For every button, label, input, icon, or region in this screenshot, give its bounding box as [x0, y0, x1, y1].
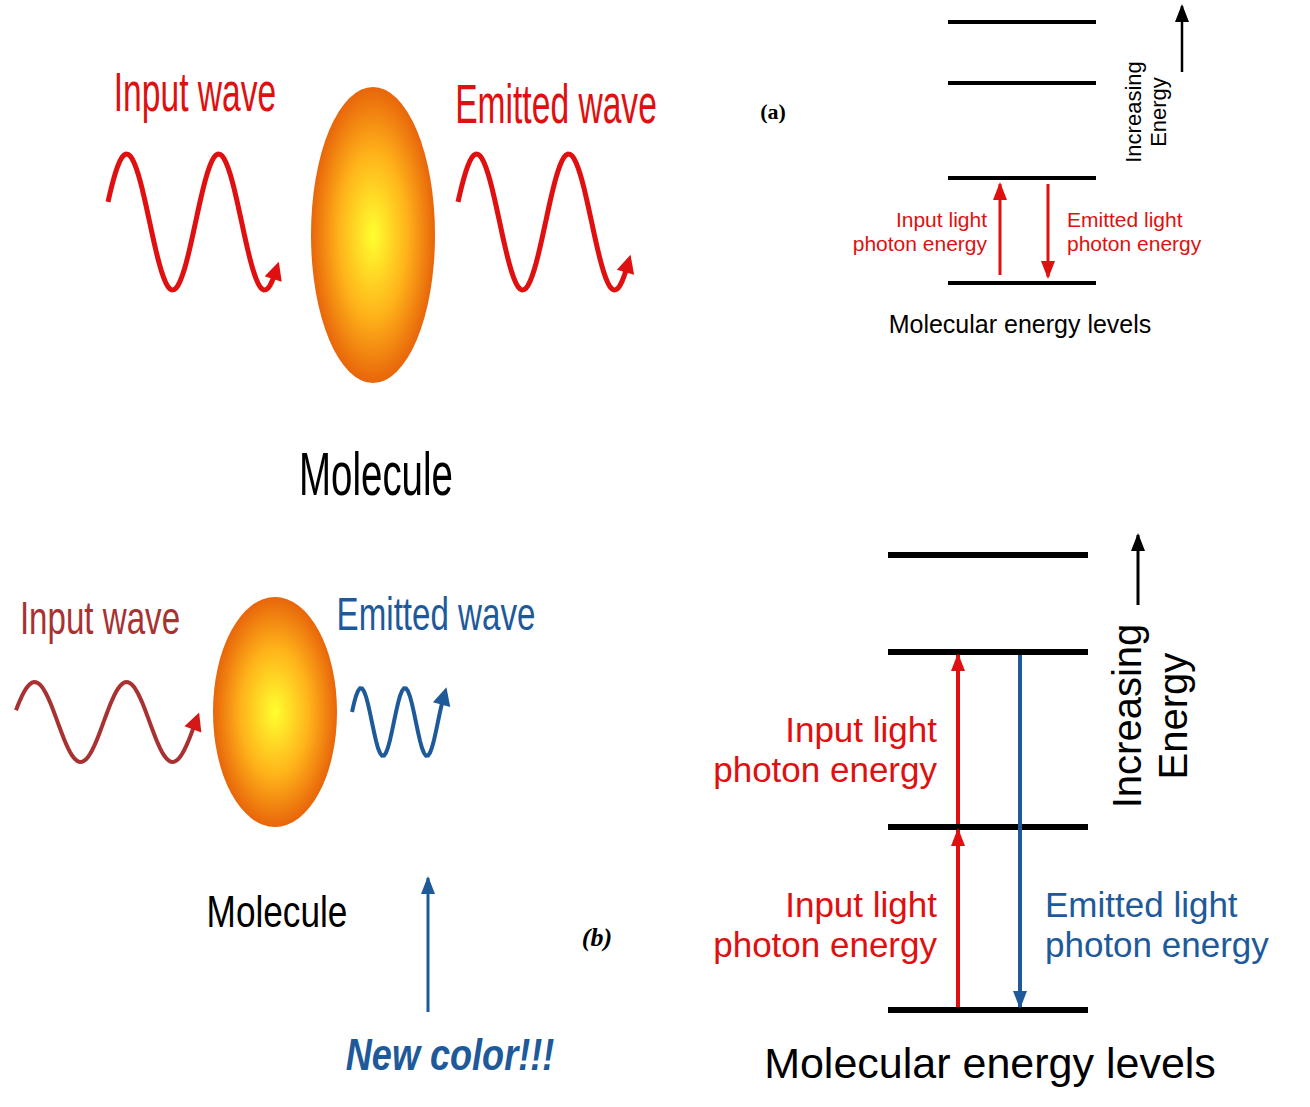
photon-label: Input light photon energy — [687, 710, 937, 791]
emit-arrow — [1047, 184, 1050, 277]
absorb-arrow — [956, 655, 960, 824]
wave-label: Input wave — [20, 592, 180, 645]
pointer-arrow — [427, 878, 430, 1012]
absorb-arrow — [999, 184, 1002, 275]
caption-label: Molecular energy levels — [764, 1039, 1216, 1088]
photon-label: Input light photon energy — [687, 885, 937, 966]
axis-label: Increasing Energy — [1121, 52, 1172, 172]
panel-letter: (b) — [582, 923, 612, 953]
emit-arrow — [1018, 655, 1022, 1007]
wave-label: Input wave — [114, 60, 277, 124]
panel-letter: (a) — [760, 99, 786, 124]
wave-label: Emitted wave — [337, 588, 536, 641]
molecule-label: Molecule — [299, 438, 453, 509]
molecule-label: Molecule — [207, 887, 348, 938]
photon-label: Input light photon energy — [837, 208, 987, 256]
caption-label: Molecular energy levels — [889, 310, 1152, 339]
axis-label: Increasing Energy — [1104, 611, 1196, 821]
callout-label: New color!!! — [346, 1030, 554, 1081]
photon-label: Emitted light photon energy — [1067, 208, 1247, 256]
energy-axis-arrow — [1181, 6, 1184, 72]
absorb-arrow — [956, 830, 960, 1007]
emitted-wave — [458, 154, 628, 290]
molecule-ellipse — [213, 597, 337, 827]
energy-axis-arrow — [1137, 535, 1140, 605]
emitted-wave — [352, 688, 444, 755]
photon-label: Emitted light photon energy — [1045, 885, 1295, 966]
molecule-ellipse — [311, 87, 435, 383]
input-wave — [108, 154, 276, 290]
wave-label: Emitted wave — [455, 72, 657, 136]
input-wave — [16, 682, 196, 762]
